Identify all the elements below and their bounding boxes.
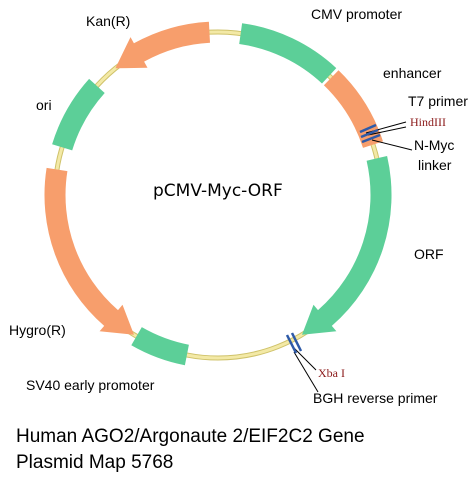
label-orf: ORF: [414, 246, 444, 262]
label-linker: linker: [418, 157, 452, 173]
nmyc-site-mark: [361, 133, 381, 144]
hindiii-leader-line: [367, 126, 407, 136]
label-n-myc: N-Myc: [414, 137, 454, 153]
plasmid-map: Kan(R) CMV promoter enhancer ori ORF Hyg…: [9, 6, 468, 406]
t7-site-mark: [359, 123, 377, 134]
xbai-leader-line: [293, 347, 317, 371]
ori-block: [52, 78, 105, 151]
hindiii-site-mark: [360, 128, 379, 139]
label-cmv-promoter: CMV promoter: [311, 6, 402, 22]
label-hindiii: HindIII: [410, 115, 446, 129]
hygro-arrow: [44, 167, 135, 335]
nmyc-leader-line: [371, 139, 413, 151]
label-xba-i: Xba I: [318, 366, 345, 380]
xbai-site-mark-1: [285, 334, 298, 354]
caption-line-2: Plasmid Map 5768: [16, 452, 174, 473]
cmv-promoter-block: [239, 23, 337, 84]
label-bgh-primer: BGH reverse primer: [313, 390, 438, 406]
figure-caption: Human AGO2/Argonaute 2/EIF2C2 Gene Plasm…: [16, 424, 365, 476]
label-kanr: Kan(R): [86, 13, 130, 29]
label-t7-primer: T7 primer: [408, 93, 468, 109]
xbai-site-mark-2: [290, 332, 303, 352]
caption-line-1: Human AGO2/Argonaute 2/EIF2C2 Gene: [16, 426, 365, 447]
bgh-leader-line: [293, 351, 319, 393]
orf-arrow: [302, 156, 392, 335]
plasmid-name: pCMV-Myc-ORF: [153, 181, 283, 201]
label-sv40: SV40 early promoter: [26, 377, 155, 393]
label-hygro: Hygro(R): [9, 322, 66, 338]
kanr-arrow: [115, 21, 210, 69]
sv40-promoter-block: [131, 327, 189, 366]
label-ori: ori: [36, 97, 52, 113]
label-enhancer: enhancer: [383, 65, 442, 81]
